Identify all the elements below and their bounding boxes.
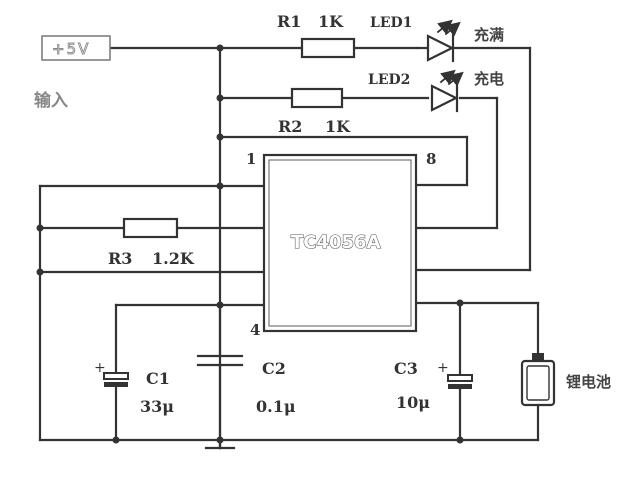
junction-dot: [216, 133, 224, 141]
chip-pin4: 4: [250, 321, 260, 339]
chip-inner: [268, 159, 412, 327]
resistor-r2: [290, 87, 344, 109]
junction-dot: [456, 436, 464, 444]
junction-dot: [216, 182, 224, 190]
c3-plus: +: [437, 360, 449, 376]
resistor-r1: [300, 37, 356, 59]
chip-pin8: 8: [426, 150, 436, 168]
input-5v-label: +5V: [52, 40, 90, 58]
c3-value: 10μ: [396, 393, 430, 412]
r1-value: 1K: [318, 12, 344, 31]
r3-ref: R3: [108, 249, 132, 268]
chip-name: TC4056A: [291, 232, 381, 253]
input-5v-box: [41, 35, 111, 61]
c3-ref: C3: [394, 359, 418, 378]
led1-caption: 充满: [474, 26, 504, 44]
r2-ref: R2: [278, 117, 302, 136]
capacitor-c3-icon: [447, 374, 473, 389]
junction-dot: [36, 224, 44, 232]
r2-value: 1K: [325, 117, 351, 136]
c1-plus: +: [94, 360, 106, 376]
battery-icon: [520, 353, 556, 407]
led1-ref: LED1: [370, 15, 412, 31]
capacitor-c1-icon: [103, 372, 129, 387]
c2-ref: C2: [262, 359, 286, 378]
chip-pin1: 1: [246, 150, 256, 168]
led2-caption: 充电: [474, 70, 504, 88]
led2-diode-icon: [430, 69, 464, 113]
junction-dot: [216, 436, 224, 444]
r3-value: 1.2K: [152, 249, 195, 268]
junction-dot: [36, 268, 44, 276]
junctions: [36, 44, 464, 444]
led2-ref: LED2: [368, 72, 410, 88]
junction-dot: [216, 94, 224, 102]
junction-dot: [216, 44, 224, 52]
c1-value: 33μ: [140, 397, 174, 416]
resistor-r3: [122, 217, 179, 239]
c2-value: 0.1μ: [256, 397, 296, 416]
c1-ref: C1: [146, 369, 170, 388]
led1-diode-icon: [416, 19, 461, 63]
battery-caption: 锂电池: [566, 373, 611, 391]
junction-dot: [112, 436, 120, 444]
input-caption: 输入: [34, 90, 68, 111]
junction-dot: [456, 299, 464, 307]
capacitor-c2-icon: [196, 303, 244, 367]
r1-ref: R1: [277, 12, 301, 31]
wires: [38, 46, 540, 450]
